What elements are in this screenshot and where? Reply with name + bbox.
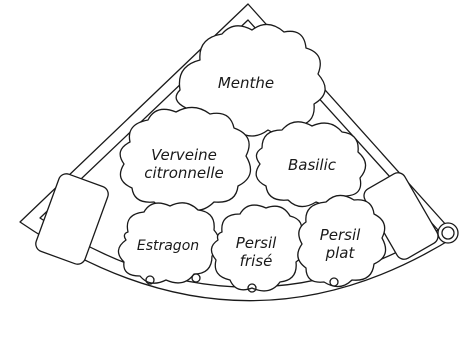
label-basilic: Basilic bbox=[288, 156, 337, 174]
label-persil-plat-line1: Persil bbox=[320, 226, 361, 244]
label-verveine-line1: Verveine bbox=[151, 146, 217, 164]
label-persil-frise-line1: Persil bbox=[236, 234, 277, 252]
label-persil-plat-line2: plat bbox=[325, 244, 356, 262]
stem-dot bbox=[192, 274, 200, 282]
label-menthe: Menthe bbox=[218, 74, 274, 92]
label-persil-frise-line2: frisé bbox=[240, 252, 273, 270]
label-verveine-line2: citronnelle bbox=[144, 164, 223, 182]
left-tray bbox=[34, 172, 111, 267]
label-estragon: Estragon bbox=[137, 238, 199, 254]
drain-knob-inner bbox=[442, 227, 454, 239]
